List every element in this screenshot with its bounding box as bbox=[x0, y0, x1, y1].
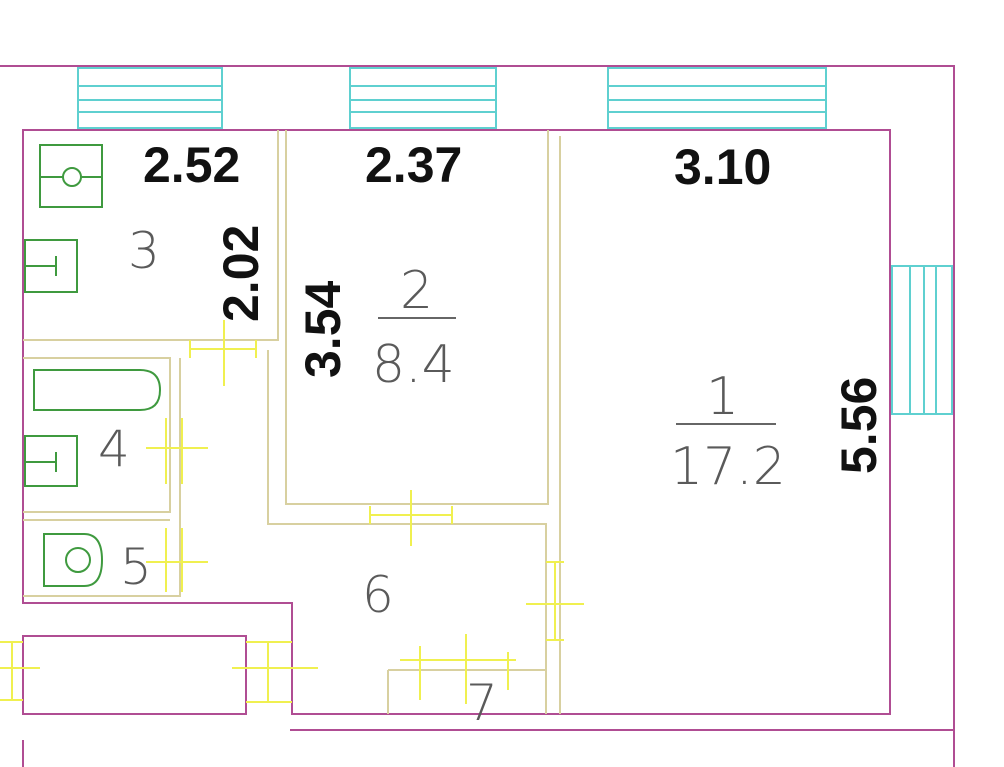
room1-width-label: 3.10 bbox=[674, 139, 771, 195]
bathtub-icon bbox=[33, 369, 162, 411]
interior-walls bbox=[23, 130, 561, 714]
room2-area: 8.4 bbox=[372, 335, 455, 395]
bath-height-label: 2.02 bbox=[213, 225, 269, 322]
washbasin-icon bbox=[24, 435, 78, 487]
room2-height-label: 3.54 bbox=[295, 280, 351, 378]
room3-label: 3 bbox=[128, 222, 160, 280]
wc-icon bbox=[43, 533, 104, 587]
room2-number: 2 bbox=[400, 261, 433, 321]
window-right bbox=[891, 265, 953, 415]
room5-label: 5 bbox=[120, 538, 152, 596]
window-top-right bbox=[607, 67, 827, 129]
room1-height-label: 5.56 bbox=[831, 377, 887, 474]
room7-label: 7 bbox=[466, 674, 498, 732]
room1-area: 17.2 bbox=[670, 437, 786, 497]
toilet-icon bbox=[24, 239, 78, 293]
bath-width-label: 2.52 bbox=[143, 137, 240, 193]
room2-width-label: 2.37 bbox=[365, 137, 462, 193]
sink-icon bbox=[39, 144, 103, 208]
building-frame bbox=[0, 65, 955, 767]
room1-number: 1 bbox=[706, 367, 739, 427]
window-top-middle bbox=[349, 67, 497, 129]
window-top-left bbox=[77, 67, 223, 129]
room4-label: 4 bbox=[98, 420, 130, 478]
doors bbox=[0, 320, 584, 704]
room6-label: 6 bbox=[362, 566, 394, 624]
